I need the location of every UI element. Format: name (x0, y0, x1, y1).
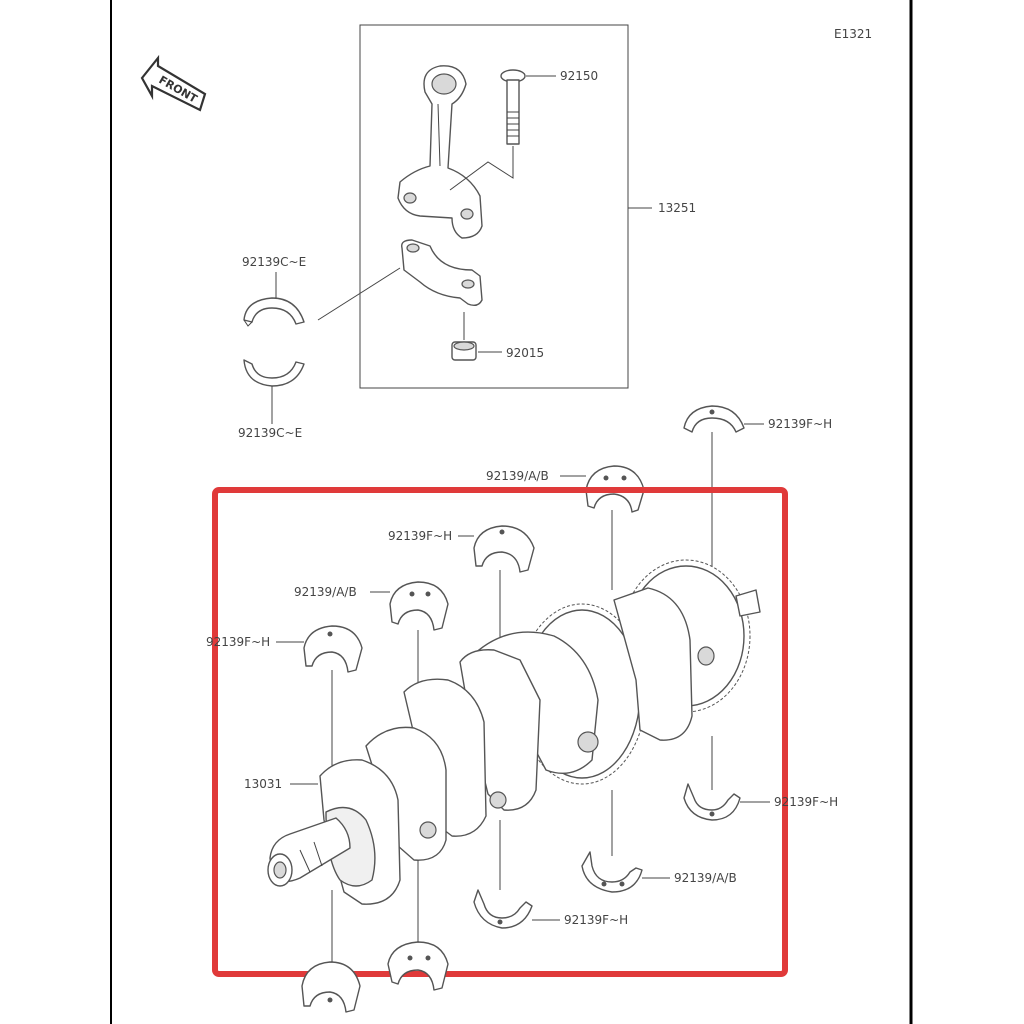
conrod-bearing-upper (243, 297, 305, 327)
label-conrod-bearing-lower: 92139C~E (238, 426, 302, 440)
nut (451, 341, 477, 361)
main-bearing-bottom-mid (387, 941, 449, 991)
label-crankshaft: 13031 (244, 777, 282, 791)
main-bearing-fh-bottom (473, 889, 533, 929)
conrod-assembly-box (359, 24, 629, 389)
front-arrow-icon: FRONT (140, 54, 207, 112)
connecting-rod (397, 65, 483, 239)
label-main-bearing-fh-right-lower: 92139F~H (774, 795, 838, 809)
crankshaft (267, 559, 761, 905)
main-bearing-ab-mid (389, 581, 449, 631)
highlight-frame (212, 487, 788, 977)
label-main-bearing-top-right: 92139F~H (768, 417, 832, 431)
label-main-bearing-ab-mid: 92139/A/B (294, 585, 357, 599)
conrod-cap (401, 239, 483, 307)
label-main-bearing-fh-mid: 92139F~H (388, 529, 452, 543)
label-main-bearing-fh-left: 92139F~H (206, 635, 270, 649)
label-conrod-bearing-upper: 92139C~E (242, 255, 306, 269)
label-main-bearing-ab-lower: 92139/A/B (674, 871, 737, 885)
bolt (500, 69, 526, 145)
main-bearing-top-right (683, 405, 745, 433)
label-bolt: 92150 (560, 69, 598, 83)
label-main-bearing-fh-bottom: 92139F~H (564, 913, 628, 927)
main-bearing-bottom-left (301, 961, 361, 1013)
diagram-code: E1321 (834, 27, 872, 41)
conrod-bearing-lower (243, 359, 305, 387)
main-bearing-ab-lower (581, 851, 643, 893)
label-nut: 92015 (506, 346, 544, 360)
main-bearing-fh-left (303, 625, 363, 673)
main-bearing-fh-right-lower (683, 783, 741, 821)
label-conrod-assy: 13251 (658, 201, 696, 215)
main-bearing-fh-mid (473, 525, 535, 573)
label-main-bearing-ab-top: 92139/A/B (486, 469, 549, 483)
